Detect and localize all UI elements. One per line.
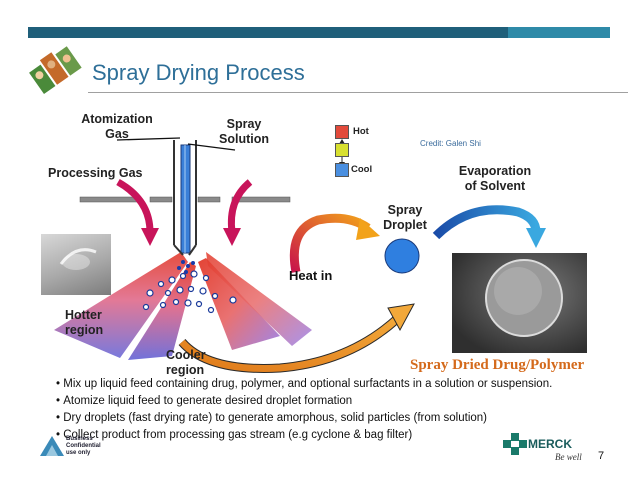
brand-name: MERCK [528,437,572,451]
credit-label: Credit: Galen Shi [420,139,481,148]
header-accent-bar [508,27,610,38]
spray-nozzle-photo [41,234,111,295]
bullet-item: Collect product from processing gas stre… [56,427,552,444]
spray-cone-center-right [198,258,280,350]
heat-in-arrow [289,213,371,273]
title-underline [88,92,628,93]
gas-plate-left [79,196,139,203]
confidential-text: Business Confidential use only [66,436,101,456]
spray-droplets [142,270,237,314]
processing-gas-label: Processing Gas [48,166,143,180]
atomization-gas-label: Atomization Gas [81,112,153,141]
evaporation-label: Evaporation of Solvent [458,164,532,193]
page-number: 7 [598,450,605,462]
spray-solution-label: Spray Solution [219,117,269,146]
droplet-transfer-arrow [179,315,401,372]
brand-tagline: Be well [555,452,582,462]
spray-particles [177,260,195,274]
heat-in-label: Heat in [289,268,333,283]
bullet-item: Dry droplets (fast drying rate) to gener… [56,410,552,427]
page-title: Spray Drying Process [92,60,305,85]
spray-cone-center-left [128,262,196,360]
hot-swatch [335,125,349,139]
spray-dried-label: Spray Dried Drug/Polymer [410,357,585,373]
processing-gas-arrow-left [116,178,154,233]
cooler-region-label: Cooler region [166,348,206,377]
hotter-region-label: Hotter region [65,308,104,337]
cool-label: Cool [351,164,373,175]
hot-label: Hot [353,126,369,137]
gas-plate-right [231,196,291,203]
slide-logo-collage [29,46,82,94]
merck-logo-icon [503,433,527,455]
spray-dried-particle-photo [452,253,587,353]
evaporation-arrow [432,205,541,240]
spray-droplet-label: Spray Droplet [383,203,427,232]
confidential-logo-icon [40,436,64,456]
processing-gas-arrow-right [227,179,253,233]
mid-swatch [335,143,349,157]
header-bar [28,27,508,38]
cooler-cone-right [206,252,312,346]
bullet-item: Atomize liquid feed to generate desired … [56,393,552,410]
cool-swatch [335,163,349,177]
spray-droplet-circle [384,238,420,274]
bullet-item: Mix up liquid feed containing drug, poly… [56,376,552,393]
hotter-cone-left [54,252,188,358]
bullet-list: Mix up liquid feed containing drug, poly… [56,376,552,444]
